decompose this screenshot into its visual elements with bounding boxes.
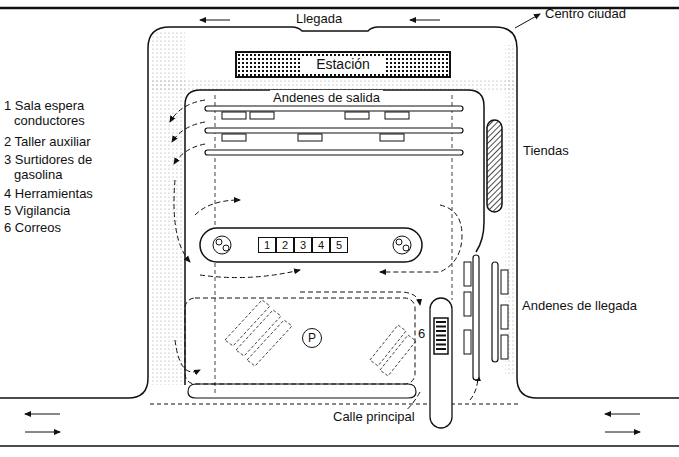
platform-label: Andenes de salida	[270, 90, 383, 105]
node-text: 5	[336, 239, 342, 251]
departure-platforms	[205, 106, 463, 155]
station-box: Estación	[235, 51, 451, 78]
tree	[213, 236, 411, 254]
node-text: 6	[418, 326, 425, 341]
parking-area	[185, 298, 415, 384]
node-text: 3	[300, 239, 306, 251]
platform-label: Andenes de llegada	[522, 298, 637, 313]
crosswalk	[150, 404, 520, 405]
sidewalk	[188, 384, 416, 398]
road-edge	[0, 27, 679, 398]
node-text: P	[308, 332, 316, 345]
inner-edge	[185, 90, 484, 385]
kiosk-outline	[430, 298, 452, 428]
legend-item: 5 Vigilancia	[4, 203, 126, 218]
parking-symbol: P	[302, 328, 322, 348]
node-text: Tiendas	[523, 143, 569, 158]
parking-stall	[225, 300, 416, 376]
facility-box: 4	[312, 237, 330, 253]
facility-box: 2	[276, 237, 294, 253]
direction-arrow	[25, 14, 640, 432]
island	[200, 228, 422, 262]
facility-box: 1	[258, 237, 276, 253]
node-text: 1	[264, 239, 270, 251]
road-stipple	[150, 80, 515, 90]
legend-item: 3 Surtidores de gasolina	[4, 152, 102, 182]
road-label: Llegada	[296, 11, 342, 26]
legend-item: 4 Herramientas	[4, 186, 126, 201]
road-edge	[0, 445, 679, 447]
legend-item: 6 Correos	[4, 220, 126, 235]
shops-block: Tiendas	[484, 118, 594, 214]
facility-box: 3	[294, 237, 312, 253]
direction-label: Centro ciudad	[545, 6, 626, 21]
node-text: Estación	[300, 56, 386, 73]
street-label: Calle principal	[330, 409, 418, 424]
node-text: 4	[318, 239, 324, 251]
post-office: 6	[418, 316, 452, 356]
arrival-platforms	[464, 255, 508, 380]
shops-outline	[484, 118, 506, 214]
facility-box: 5	[330, 237, 348, 253]
node-text: 2	[282, 239, 288, 251]
road-stipple	[150, 30, 185, 385]
legend-item: 1 Sala espera conductores	[4, 98, 126, 128]
post-office-building	[432, 316, 452, 356]
guide-line	[452, 95, 453, 300]
legend-item: 2 Taller auxiliar	[4, 134, 126, 149]
